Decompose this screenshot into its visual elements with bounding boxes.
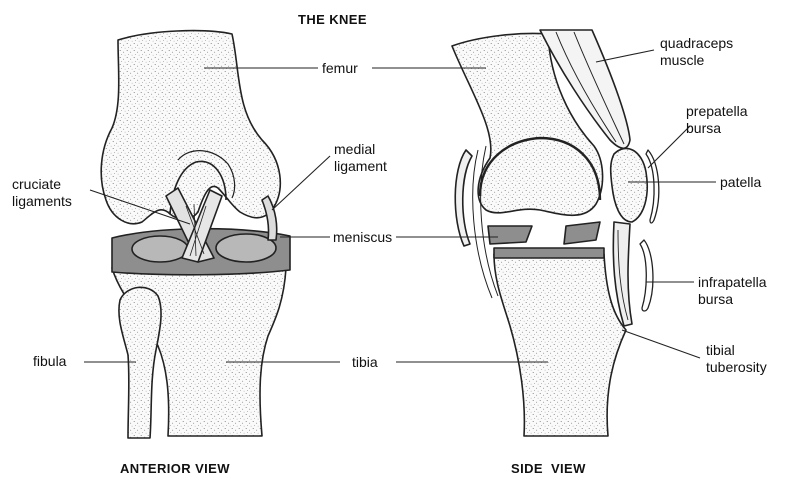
leader-tibial-tuberosity (622, 330, 700, 358)
label-quadraceps-muscle: quadraceps muscle (660, 35, 733, 69)
label-prepatella-bursa: prepatella bursa (686, 103, 748, 137)
label-patella: patella (720, 174, 761, 191)
posterior-capsule-shape (455, 150, 472, 246)
anterior-view (101, 31, 290, 438)
anterior-view-caption: ANTERIOR VIEW (120, 461, 230, 476)
anterior-fibula-shape (119, 287, 161, 438)
side-meniscus-left (488, 226, 532, 244)
label-infrapatella-bursa: infrapatella bursa (698, 274, 767, 308)
side-tibia-shape (494, 254, 626, 436)
label-fibula: fibula (33, 353, 66, 370)
leader-prepatella (648, 126, 690, 168)
label-meniscus: meniscus (333, 229, 392, 246)
label-tibial-tuberosity: tibial tuberosity (706, 342, 767, 376)
anterior-femur-shape (101, 31, 280, 224)
side-view-caption: SIDE VIEW (511, 461, 586, 476)
label-femur: femur (322, 60, 358, 77)
label-tibia: tibia (352, 354, 378, 371)
diagram-title: THE KNEE (298, 12, 367, 27)
infrapatella-bursa-shape (640, 240, 653, 311)
label-medial-ligament: medial ligament (334, 141, 387, 175)
tibial-plateau-band (494, 248, 604, 258)
side-view (452, 30, 659, 436)
patella-shape (611, 148, 648, 222)
patellar-ligament-shape (613, 222, 632, 326)
label-cruciate-ligaments: cruciate ligaments (12, 176, 72, 210)
side-meniscus-right (564, 222, 600, 244)
leader-quadraceps (596, 50, 654, 62)
meniscus-right-ring (216, 234, 276, 262)
meniscus-left-ring (132, 236, 188, 262)
